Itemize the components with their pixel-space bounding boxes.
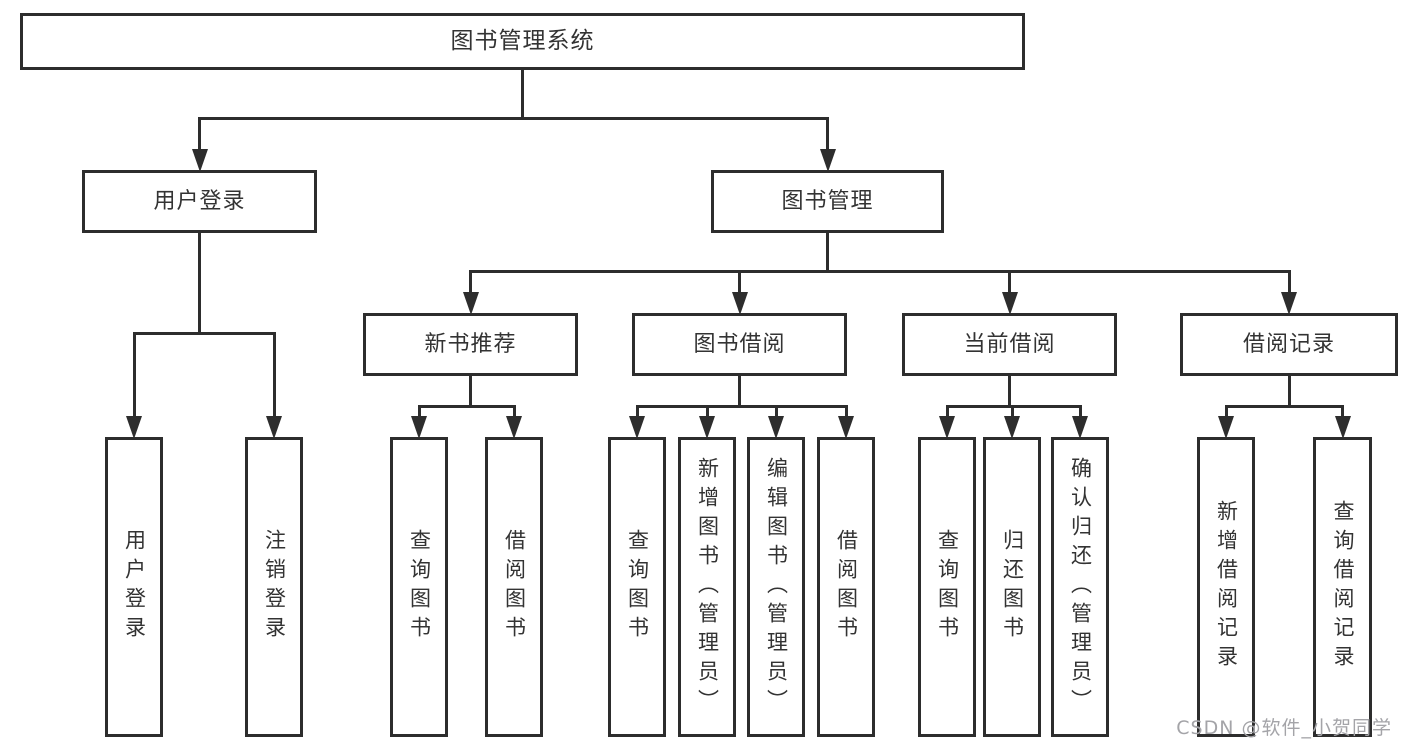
- watermark: CSDN @软件_小贺同学: [1176, 717, 1392, 739]
- connector-drop: [945, 406, 949, 416]
- arrow-down-icon: [506, 416, 522, 439]
- node-user-login: 用户登录: [105, 437, 163, 737]
- connector-drop: [635, 406, 639, 416]
- connector-stem: [1287, 376, 1291, 408]
- connector-drop: [705, 406, 709, 416]
- arrow-down-icon: [1281, 292, 1297, 315]
- node-label: 编辑图书（管理员）: [764, 456, 789, 718]
- node-label: 图书管理系统: [450, 28, 595, 54]
- node-cb-confirm-return-admin: 确认归还（管理员）: [1051, 437, 1109, 737]
- node-label: 注销登录: [262, 529, 287, 645]
- node-cb-return-books: 归还图书: [983, 437, 1041, 737]
- node-label: 查询图书: [407, 529, 432, 645]
- node-label: 当前借阅: [963, 331, 1056, 357]
- connector-stem: [198, 233, 201, 335]
- connector-drop: [272, 333, 276, 416]
- node-label: 借阅记录: [1242, 331, 1335, 357]
- connector-drop: [844, 406, 848, 416]
- connector-drop: [512, 406, 516, 416]
- connector-stem: [826, 233, 829, 273]
- arrow-down-icon: [462, 292, 479, 315]
- connector-bus: [469, 269, 1291, 273]
- node-bb-add-books-admin: 新增图书（管理员）: [678, 437, 736, 737]
- node-label: 查询图书: [625, 529, 650, 645]
- connector-drop: [132, 333, 136, 416]
- connector-drop: [1224, 406, 1228, 416]
- arrow-down-icon: [126, 416, 142, 439]
- connector-drop: [1287, 271, 1291, 292]
- node-borrowing-records: 借阅记录: [1180, 313, 1398, 376]
- node-label: 借阅图书: [834, 529, 859, 645]
- node-user-login-module: 用户登录: [82, 170, 317, 233]
- node-book-borrowing: 图书借阅: [632, 313, 847, 376]
- node-label: 新增借阅记录: [1214, 500, 1239, 674]
- node-label: 借阅图书: [502, 529, 527, 645]
- node-user-logout: 注销登录: [245, 437, 303, 737]
- arrow-down-icon: [1004, 416, 1020, 439]
- arrow-down-icon: [768, 416, 784, 439]
- arrow-down-icon: [1334, 416, 1351, 439]
- node-rec-query-books: 查询图书: [390, 437, 448, 737]
- arrow-down-icon: [939, 416, 955, 439]
- connector-bus: [1224, 404, 1344, 408]
- connector-bus: [417, 404, 516, 408]
- node-current-borrowing: 当前借阅: [902, 313, 1117, 376]
- node-label: 新书推荐: [424, 331, 517, 357]
- node-label: 图书借阅: [693, 331, 786, 357]
- node-label: 查询借阅记录: [1331, 500, 1355, 674]
- connector-drop: [826, 118, 829, 149]
- connector-drop: [1010, 406, 1014, 416]
- connector-bus: [198, 116, 829, 120]
- connector-drop: [1008, 271, 1011, 292]
- connector-bus: [635, 404, 848, 408]
- node-label: 查询图书: [935, 529, 960, 645]
- arrow-down-icon: [819, 149, 836, 172]
- node-label: 用户登录: [153, 188, 246, 214]
- node-cb-query-books: 查询图书: [918, 437, 976, 737]
- arrow-down-icon: [629, 416, 645, 439]
- node-label: 图书管理: [781, 188, 874, 214]
- connector-drop: [469, 271, 472, 292]
- connector-drop: [417, 406, 421, 416]
- connector-drop: [1341, 406, 1344, 416]
- arrow-down-icon: [1001, 292, 1018, 315]
- connector-stem: [1008, 376, 1011, 408]
- node-bb-borrow-books: 借阅图书: [817, 437, 875, 737]
- node-br-add-record: 新增借阅记录: [1197, 437, 1255, 737]
- arrow-down-icon: [731, 292, 748, 315]
- connector-stem: [738, 376, 741, 408]
- arrow-down-icon: [191, 149, 208, 172]
- connector-bus: [945, 404, 1082, 408]
- connector-drop: [774, 406, 778, 416]
- node-rec-borrow-books: 借阅图书: [485, 437, 543, 737]
- node-library-system: 图书管理系统: [20, 13, 1025, 70]
- arrow-down-icon: [266, 416, 282, 439]
- node-label: 确认归还（管理员）: [1068, 456, 1093, 718]
- node-br-query-record: 查询借阅记录: [1313, 437, 1372, 737]
- arrow-down-icon: [699, 416, 715, 439]
- node-new-book-recommend: 新书推荐: [363, 313, 578, 376]
- node-book-management: 图书管理: [711, 170, 944, 233]
- arrow-down-icon: [838, 416, 854, 439]
- arrow-down-icon: [1218, 416, 1234, 439]
- node-bb-query-books: 查询图书: [608, 437, 666, 737]
- connector-stem: [521, 70, 524, 120]
- connector-drop: [738, 271, 741, 292]
- arrow-down-icon: [411, 416, 427, 439]
- connector-drop: [1078, 406, 1082, 416]
- node-label: 新增图书（管理员）: [695, 456, 720, 718]
- connector-stem: [469, 376, 472, 408]
- arrow-down-icon: [1072, 416, 1088, 439]
- connector-bus: [132, 331, 276, 335]
- node-bb-edit-books-admin: 编辑图书（管理员）: [747, 437, 805, 737]
- connector-drop: [198, 118, 201, 149]
- node-label: 用户登录: [122, 529, 147, 645]
- node-label: 归还图书: [1000, 529, 1025, 645]
